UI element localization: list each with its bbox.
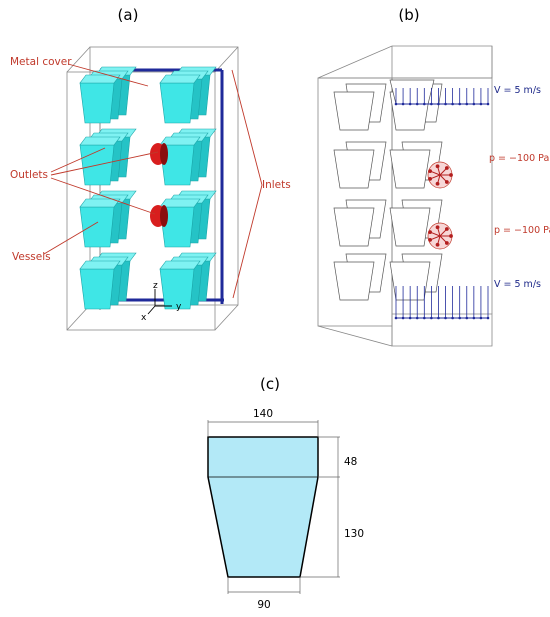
top-inlet-arrows [394,88,490,106]
vessel-outline [333,141,387,189]
annotation-arrows-a [43,63,263,299]
vessel-outline [333,253,387,301]
vessel-outline [389,253,443,301]
dimension-lines [207,420,340,594]
lower-height-label: 130 [344,528,364,540]
upper-height-label: 48 [344,456,357,468]
vessels-label: Vessels [12,251,51,263]
panel-b-label: (b) [398,6,419,24]
axis-y-label: y [176,302,182,312]
bottom-velocity-label: V = 5 m/s [494,279,541,290]
vessel [79,128,137,186]
panel-c: (c) 140 48 130 90 [207,375,364,611]
vessel-outline [389,79,435,105]
inlets-label: Inlets [262,179,291,191]
vessel-cross-section [207,436,319,578]
vessel-outline [333,199,387,247]
vessel [79,190,137,248]
lower-pressure-label: p = −100 Pa [494,225,550,236]
metal-cover-label: Metal cover [10,56,72,68]
vessel-outline [333,83,387,131]
panel-b: (b) V = 5 m/s p = −100 Pa p = −100 Pa V [317,6,550,347]
outlet-2 [150,205,168,227]
vessels-group [79,66,217,310]
upper-pressure-label: p = −100 Pa [489,153,549,164]
vessel [159,190,217,248]
panel-c-label: (c) [260,375,280,393]
upper-outlet-flow [427,161,453,189]
vessel [159,66,217,124]
vessel [159,128,217,186]
top-velocity-label: V = 5 m/s [494,85,541,96]
outlets-label: Outlets [10,169,48,181]
vessel [79,66,137,124]
axis-x-label: x [141,313,147,323]
vessel-outlines [333,79,443,301]
bottom-width-label: 90 [257,599,270,611]
panel-a: (a) [10,6,291,331]
axis-triad [147,289,172,315]
vessel [159,252,217,310]
axis-z-label: z [153,281,158,291]
bottom-inlet-arrows [394,286,490,320]
top-width-label: 140 [253,408,273,420]
vessel [79,252,137,310]
lower-outlet-flow [427,222,453,250]
panel-a-label: (a) [118,6,139,24]
outlet-1 [150,143,168,165]
vessel-outline [389,199,443,247]
